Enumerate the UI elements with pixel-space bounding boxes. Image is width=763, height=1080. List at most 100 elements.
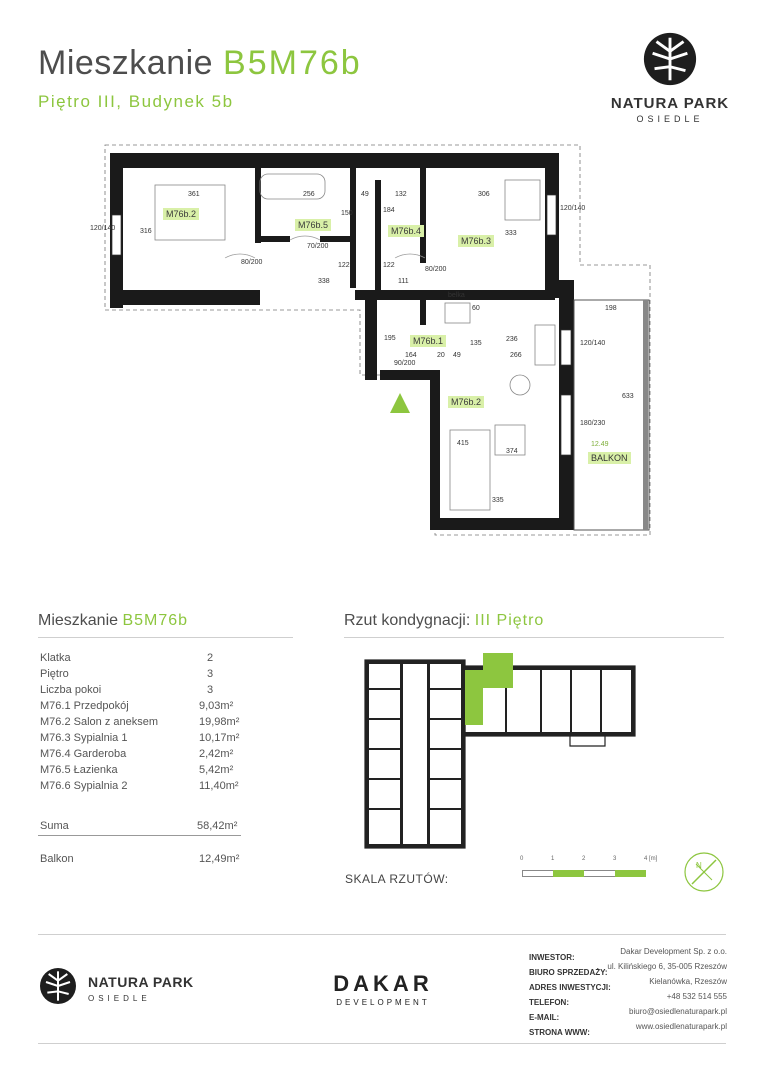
spec-row: Liczba pokoi 3 (40, 684, 260, 700)
spec-value: 9,03m² (199, 700, 234, 712)
spec-label: Klatka (40, 652, 71, 664)
footer-divider-bottom (38, 1043, 726, 1044)
footer-info-row: E-MAIL: biuro@osiedlenaturapark.pl (529, 1007, 727, 1022)
dimension-label: 122 (338, 262, 350, 269)
door-label: 70/200 (307, 243, 329, 250)
door-label: 90/200 (394, 360, 416, 367)
apartment-heading-prefix: Mieszkanie (38, 612, 119, 629)
belka-label: belka (448, 292, 465, 299)
footer-info-row: TELEFON: +48 532 514 555 (529, 992, 727, 1007)
floor-plan (104, 144, 651, 536)
floor-heading-prefix: Rzut kondygnacji: (344, 612, 471, 629)
footer-info-row: STRONA WWW: www.osiedlenaturapark.pl (529, 1022, 727, 1037)
brand-name: NATURA PARK (610, 95, 730, 112)
room-tag-2: M76b.2 (448, 396, 485, 408)
scale-tick-label: 1 (551, 856, 555, 862)
developer-name: DAKAR (333, 971, 433, 996)
dimension-label: 415 (457, 440, 469, 447)
door-label: 80/200 (425, 266, 447, 273)
footer-website-link[interactable]: www.osiedlenaturapark.pl (635, 1022, 727, 1031)
window-label: 180/230 (580, 420, 606, 427)
brand-logo-top: NATURA PARK OSIEDLE (610, 30, 730, 124)
footer-brand-name: NATURA PARK (88, 974, 194, 990)
spec-value: 5,42m² (199, 764, 234, 776)
dimension-label: 316 (140, 228, 152, 235)
footer-info-label: TELEFON: (529, 998, 569, 1007)
dimension-label: 60 (472, 305, 480, 312)
window-label: 120/140 (580, 340, 606, 347)
divider (344, 637, 724, 638)
spec-row: M76.3 Sypialnia 1 10,17m² (40, 732, 260, 748)
footer-info-label[interactable]: E-MAIL: (529, 1013, 560, 1022)
apartment-spec-table: Klatka 2 Piętro 3 Liczba pokoi 3 M76.1 P… (40, 652, 260, 796)
apartment-heading-code: B5M76b (122, 612, 189, 629)
spec-row: M76.4 Garderoba 2,42m² (40, 748, 260, 764)
spec-value: 2 (207, 652, 214, 664)
dimension-label: 195 (384, 335, 396, 342)
spec-value: 3 (207, 668, 214, 680)
floor-heading: Rzut kondygnacji: III Piętro (344, 612, 544, 630)
footer-info-row: ADRES INWESTYCJI: Kielanówka, Rzeszów (529, 977, 727, 992)
dimension-label: 184 (383, 207, 395, 214)
spec-row: M76.1 Przedpokój 9,03m² (40, 700, 260, 716)
footer-info: INWESTOR: Dakar Development Sp. z o.o. B… (529, 947, 727, 1037)
divider (38, 637, 293, 638)
footer-email-link[interactable]: biuro@osiedlenaturapark.pl (629, 1007, 727, 1016)
scale-tick-label: 2 (582, 856, 586, 862)
scale-tick-label: 3 (613, 856, 617, 862)
apartment-heading: Mieszkanie B5M76b (38, 612, 188, 630)
dimension-label: 333 (505, 230, 517, 237)
page-subtitle: Piętro III, Budynek 5b (38, 92, 234, 111)
dimension-label: 198 (605, 305, 617, 312)
scale-tick-label: 4 [m] (644, 856, 658, 862)
dimension-label: 122 (383, 262, 395, 269)
dimension-label: 49 (453, 352, 461, 359)
scale-tick-label: 0 (520, 856, 524, 862)
sum-label: Suma (40, 820, 69, 832)
footer-info-label: STRONA WWW: (529, 1028, 590, 1037)
dimension-label: 633 (622, 393, 634, 400)
spec-label: M76.5 Łazienka (40, 764, 118, 776)
scale-bar: 0 1 2 3 4 [m] (520, 856, 660, 886)
balcony-label: Balkon (40, 853, 74, 865)
footer-divider-top (38, 934, 726, 935)
compass-icon: N (684, 852, 724, 892)
spec-label: Piętro (40, 668, 69, 680)
dimension-label: 306 (478, 191, 490, 198)
natura-park-logo-icon (643, 32, 697, 86)
room-tag-5: M76b.5 (295, 219, 332, 231)
spec-label: M76.4 Garderoba (40, 748, 127, 760)
spec-value: 3 (207, 684, 214, 696)
sum-value: 58,42m² (197, 820, 238, 832)
room-tag-6: M76b.2 (163, 208, 200, 220)
dimension-label: 132 (395, 191, 407, 198)
developer-sub: DEVELOPMENT (336, 998, 430, 1007)
developer-logo: DAKAR DEVELOPMENT (318, 971, 448, 1007)
spec-row: M76.6 Sypialnia 2 11,40m² (40, 780, 260, 796)
window-label: 120/140 (90, 225, 116, 232)
footer-info-row: INWESTOR: Dakar Development Sp. z o.o. (529, 947, 727, 962)
spec-label: Liczba pokoi (40, 684, 102, 696)
spec-row: M76.5 Łazienka 5,42m² (40, 764, 260, 780)
footer-info-value: ul. Kilińskiego 6, 35-005 Rzeszów (607, 962, 727, 971)
window-label: 120/140 (560, 205, 586, 212)
brand-tagline: OSIEDLE (636, 114, 704, 124)
building-key-plan (364, 653, 636, 849)
spec-value: 2,42m² (199, 748, 234, 760)
room-tag-3: M76b.3 (458, 235, 495, 247)
spec-label: M76.2 Salon z aneksem (40, 716, 159, 728)
footer-info-label: ADRES INWESTYCJI: (529, 983, 611, 992)
spec-value: 11,40m² (199, 780, 239, 792)
room-tag-4: M76b.4 (388, 225, 425, 237)
dimension-label: 49 (361, 191, 369, 198)
spec-row: Klatka 2 (40, 652, 260, 668)
dimension-label: 335 (492, 497, 504, 504)
title-code: B5M76b (223, 44, 362, 82)
dimension-label: 374 (506, 448, 518, 455)
footer-info-row: BIURO SPRZEDAŻY: ul. Kilińskiego 6, 35-0… (529, 962, 727, 977)
scale-label: SKALA RZUTÓW: (345, 872, 449, 886)
dimension-label: 164 (405, 352, 417, 359)
spec-label: M76.6 Sypialnia 2 (40, 780, 128, 792)
footer-info-value: Dakar Development Sp. z o.o. (620, 947, 727, 956)
dimension-label: 135 (470, 340, 482, 347)
